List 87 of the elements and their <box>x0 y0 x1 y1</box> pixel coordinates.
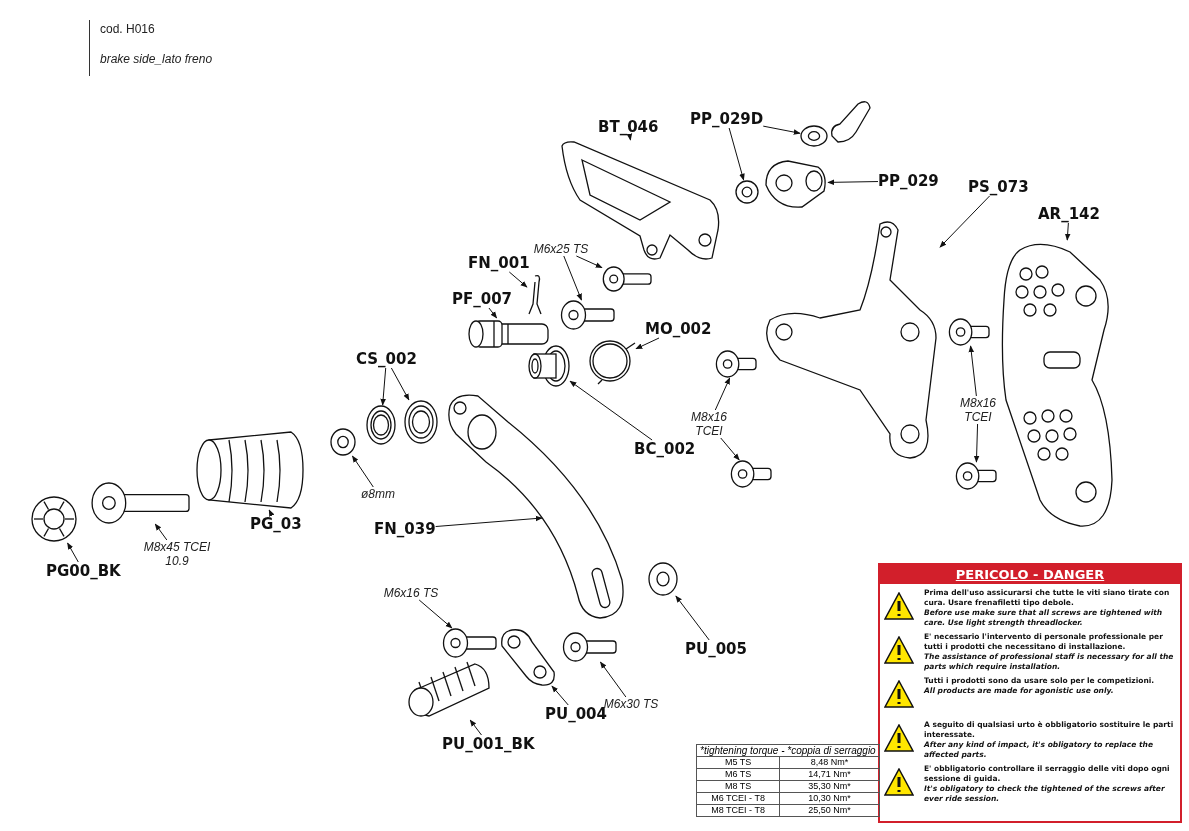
leader-line <box>1064 222 1071 241</box>
leader-line <box>469 719 482 736</box>
part-number: PG_03 <box>250 515 302 533</box>
part-number: PU_001_BK <box>442 735 535 753</box>
leader-line <box>569 380 653 441</box>
screw-drawing <box>442 628 497 658</box>
table-cell: 8,48 Nm* <box>779 756 880 769</box>
leader-line <box>563 255 582 301</box>
warning-panel <box>878 563 1182 823</box>
leader-line <box>418 599 453 629</box>
table-cell: M6 TCEI - T8 <box>696 792 780 805</box>
leader-line <box>488 307 498 319</box>
fastener-spec: M6x16 TS <box>378 586 444 600</box>
screw-drawing <box>90 482 190 524</box>
leader-line <box>675 595 710 641</box>
screw-drawing <box>955 462 997 490</box>
fastener-spec: ø8mm <box>345 487 411 501</box>
table-cell: 14,71 Nm* <box>779 768 880 781</box>
part-number: PU_005 <box>685 640 747 658</box>
leader-line <box>508 271 528 288</box>
part-number: FN_039 <box>374 520 436 538</box>
footpeg-drawing <box>195 430 305 510</box>
table-cell: M6 TS <box>696 768 780 781</box>
table-header: *tightening torque - *coppia di serraggio <box>696 744 880 757</box>
washer-drawing <box>330 428 356 456</box>
leader-line <box>380 367 387 406</box>
leader-line <box>635 337 660 350</box>
screw-drawing <box>715 350 757 378</box>
leader-line <box>551 685 569 706</box>
part-number: BT_046 <box>598 118 659 136</box>
leader-line <box>728 127 745 181</box>
screw-drawing <box>730 460 772 488</box>
part-number: FN_001 <box>468 254 530 272</box>
leader-line <box>827 179 879 186</box>
bearing-drawing <box>366 405 396 445</box>
part-number: AR_142 <box>1038 205 1100 223</box>
washer-drawing <box>735 180 759 204</box>
bearing-drawing <box>404 400 438 444</box>
table-cell: 10,30 Nm* <box>779 792 880 805</box>
link-plate-drawing <box>498 628 556 686</box>
table-cell: 25,50 Nm* <box>779 804 880 817</box>
rubber-pad-drawing <box>405 660 490 720</box>
leader-line <box>435 515 543 528</box>
table-cell: M8 TS <box>696 780 780 793</box>
leader-line <box>939 195 991 248</box>
leader-line <box>67 542 79 563</box>
warning-heading: PERICOLO - DANGER <box>880 565 1180 584</box>
fastener-spec: M6x25 TS <box>528 242 594 256</box>
fastener-spec: M8x16 TCEI <box>945 396 1011 424</box>
screw-drawing <box>602 266 652 292</box>
leader-line <box>714 377 731 411</box>
part-number: PG00_BK <box>46 562 121 580</box>
part-number: PP_029 <box>878 172 939 190</box>
table-cell: M5 TS <box>696 756 780 769</box>
leader-line <box>390 367 410 401</box>
leader-line <box>575 255 603 269</box>
product-code: cod. H016 <box>100 22 155 36</box>
leader-line <box>268 509 275 517</box>
fastener-spec: M8x45 TCEI 10.9 <box>140 540 214 568</box>
table-cell: M8 TCEI - T8 <box>696 804 780 817</box>
leader-line <box>351 455 374 488</box>
table-cell: 35,30 Nm* <box>779 780 880 793</box>
washer-drawing <box>800 125 828 147</box>
leader-line <box>968 345 977 397</box>
spacer-drawing <box>648 562 678 596</box>
part-number: BC_002 <box>634 440 696 458</box>
leader-line <box>762 125 801 135</box>
screw-drawing <box>562 632 617 662</box>
end-cap-drawing <box>30 495 78 543</box>
leader-line <box>973 423 980 463</box>
pin-drawing <box>468 318 550 350</box>
part-number: MO_002 <box>645 320 712 338</box>
fastener-spec: M8x16 TCEI <box>676 410 742 438</box>
part-number: PP_029D <box>690 110 764 128</box>
view-caption: brake side_lato freno <box>100 52 213 66</box>
leader-line <box>626 133 633 141</box>
part-number: PS_073 <box>968 178 1029 196</box>
leader-line <box>720 437 740 461</box>
part-number: CS_002 <box>356 350 417 368</box>
part-number: PF_007 <box>452 290 513 308</box>
brake-lever-drawing <box>446 392 626 620</box>
cotter-pin-drawing <box>527 274 543 314</box>
screw-drawing <box>948 318 990 346</box>
bushing-drawing <box>528 345 570 387</box>
leader-line <box>154 523 168 541</box>
leader-line <box>599 661 627 698</box>
screw-drawing <box>560 300 615 330</box>
